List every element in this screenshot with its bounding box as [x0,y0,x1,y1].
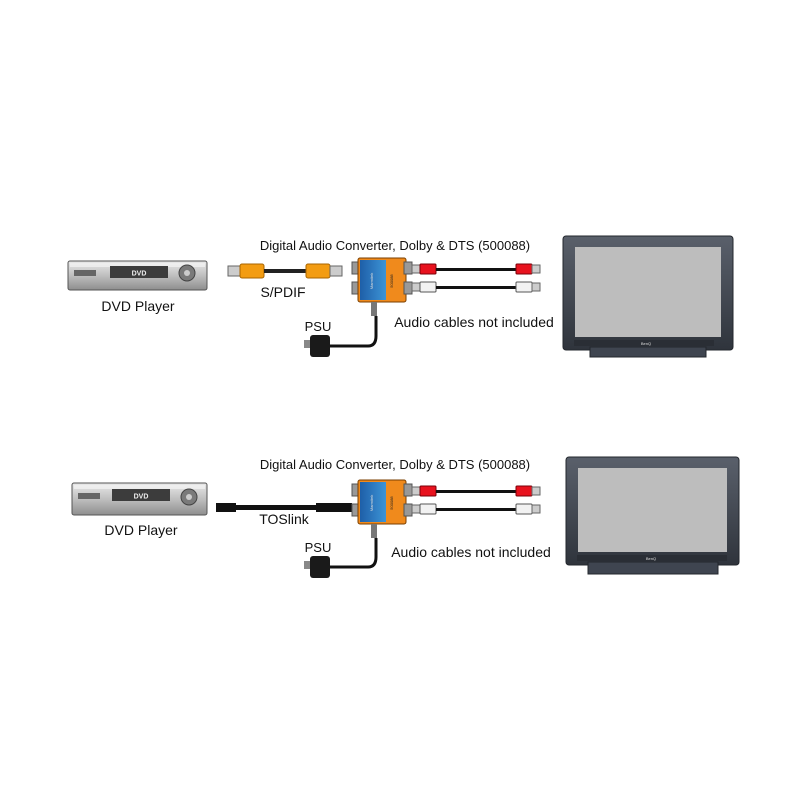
audio-note: Audio cables not included [394,314,554,330]
dvd-player-label: DVD Player [101,298,174,314]
device-model: 500088 [389,274,394,288]
rca-cables [411,485,541,515]
rca-cables [411,263,541,293]
cable-label: TOSlink [259,511,310,527]
diagram-spdif: DVD DVD Player Digital Audio Converter, … [67,235,734,358]
psu [304,316,378,357]
dvd-display [112,489,170,501]
disc-tray [74,270,96,276]
converter-title: Digital Audio Converter, Dolby & DTS (50… [260,457,530,472]
tv-screen [575,247,721,337]
converter-device: Marmitek 500088 [351,257,413,316]
dvd-display-text: DVD [132,271,147,278]
psu [304,538,378,578]
device-model: 500088 [389,496,394,510]
converter-title: Digital Audio Converter, Dolby & DTS (50… [260,238,530,253]
television: BenQ [565,456,740,575]
cable-label: S/PDIF [260,284,305,300]
device-brand: Marmitek [369,273,374,289]
dvd-display [110,266,168,278]
spdif-cable [227,263,343,279]
tv-brand: BenQ [646,556,656,561]
device-brand: Marmitek [369,495,374,511]
dvd-player: DVD [67,260,208,291]
diagram-toslink: DVD DVD Player Digital Audio Converter, … [71,456,740,578]
audio-note: Audio cables not included [391,544,551,560]
disc-tray [78,493,100,499]
toslink-cable [216,503,352,512]
dvd-player: DVD [71,482,208,516]
dvd-display-text: DVD [134,494,149,501]
television: BenQ [562,235,734,358]
psu-label: PSU [305,540,332,555]
converter-device: Marmitek 500088 [351,479,413,538]
tv-brand: BenQ [641,341,651,346]
psu-label: PSU [305,319,332,334]
dvd-player-label: DVD Player [104,522,177,538]
tv-screen [578,468,727,552]
